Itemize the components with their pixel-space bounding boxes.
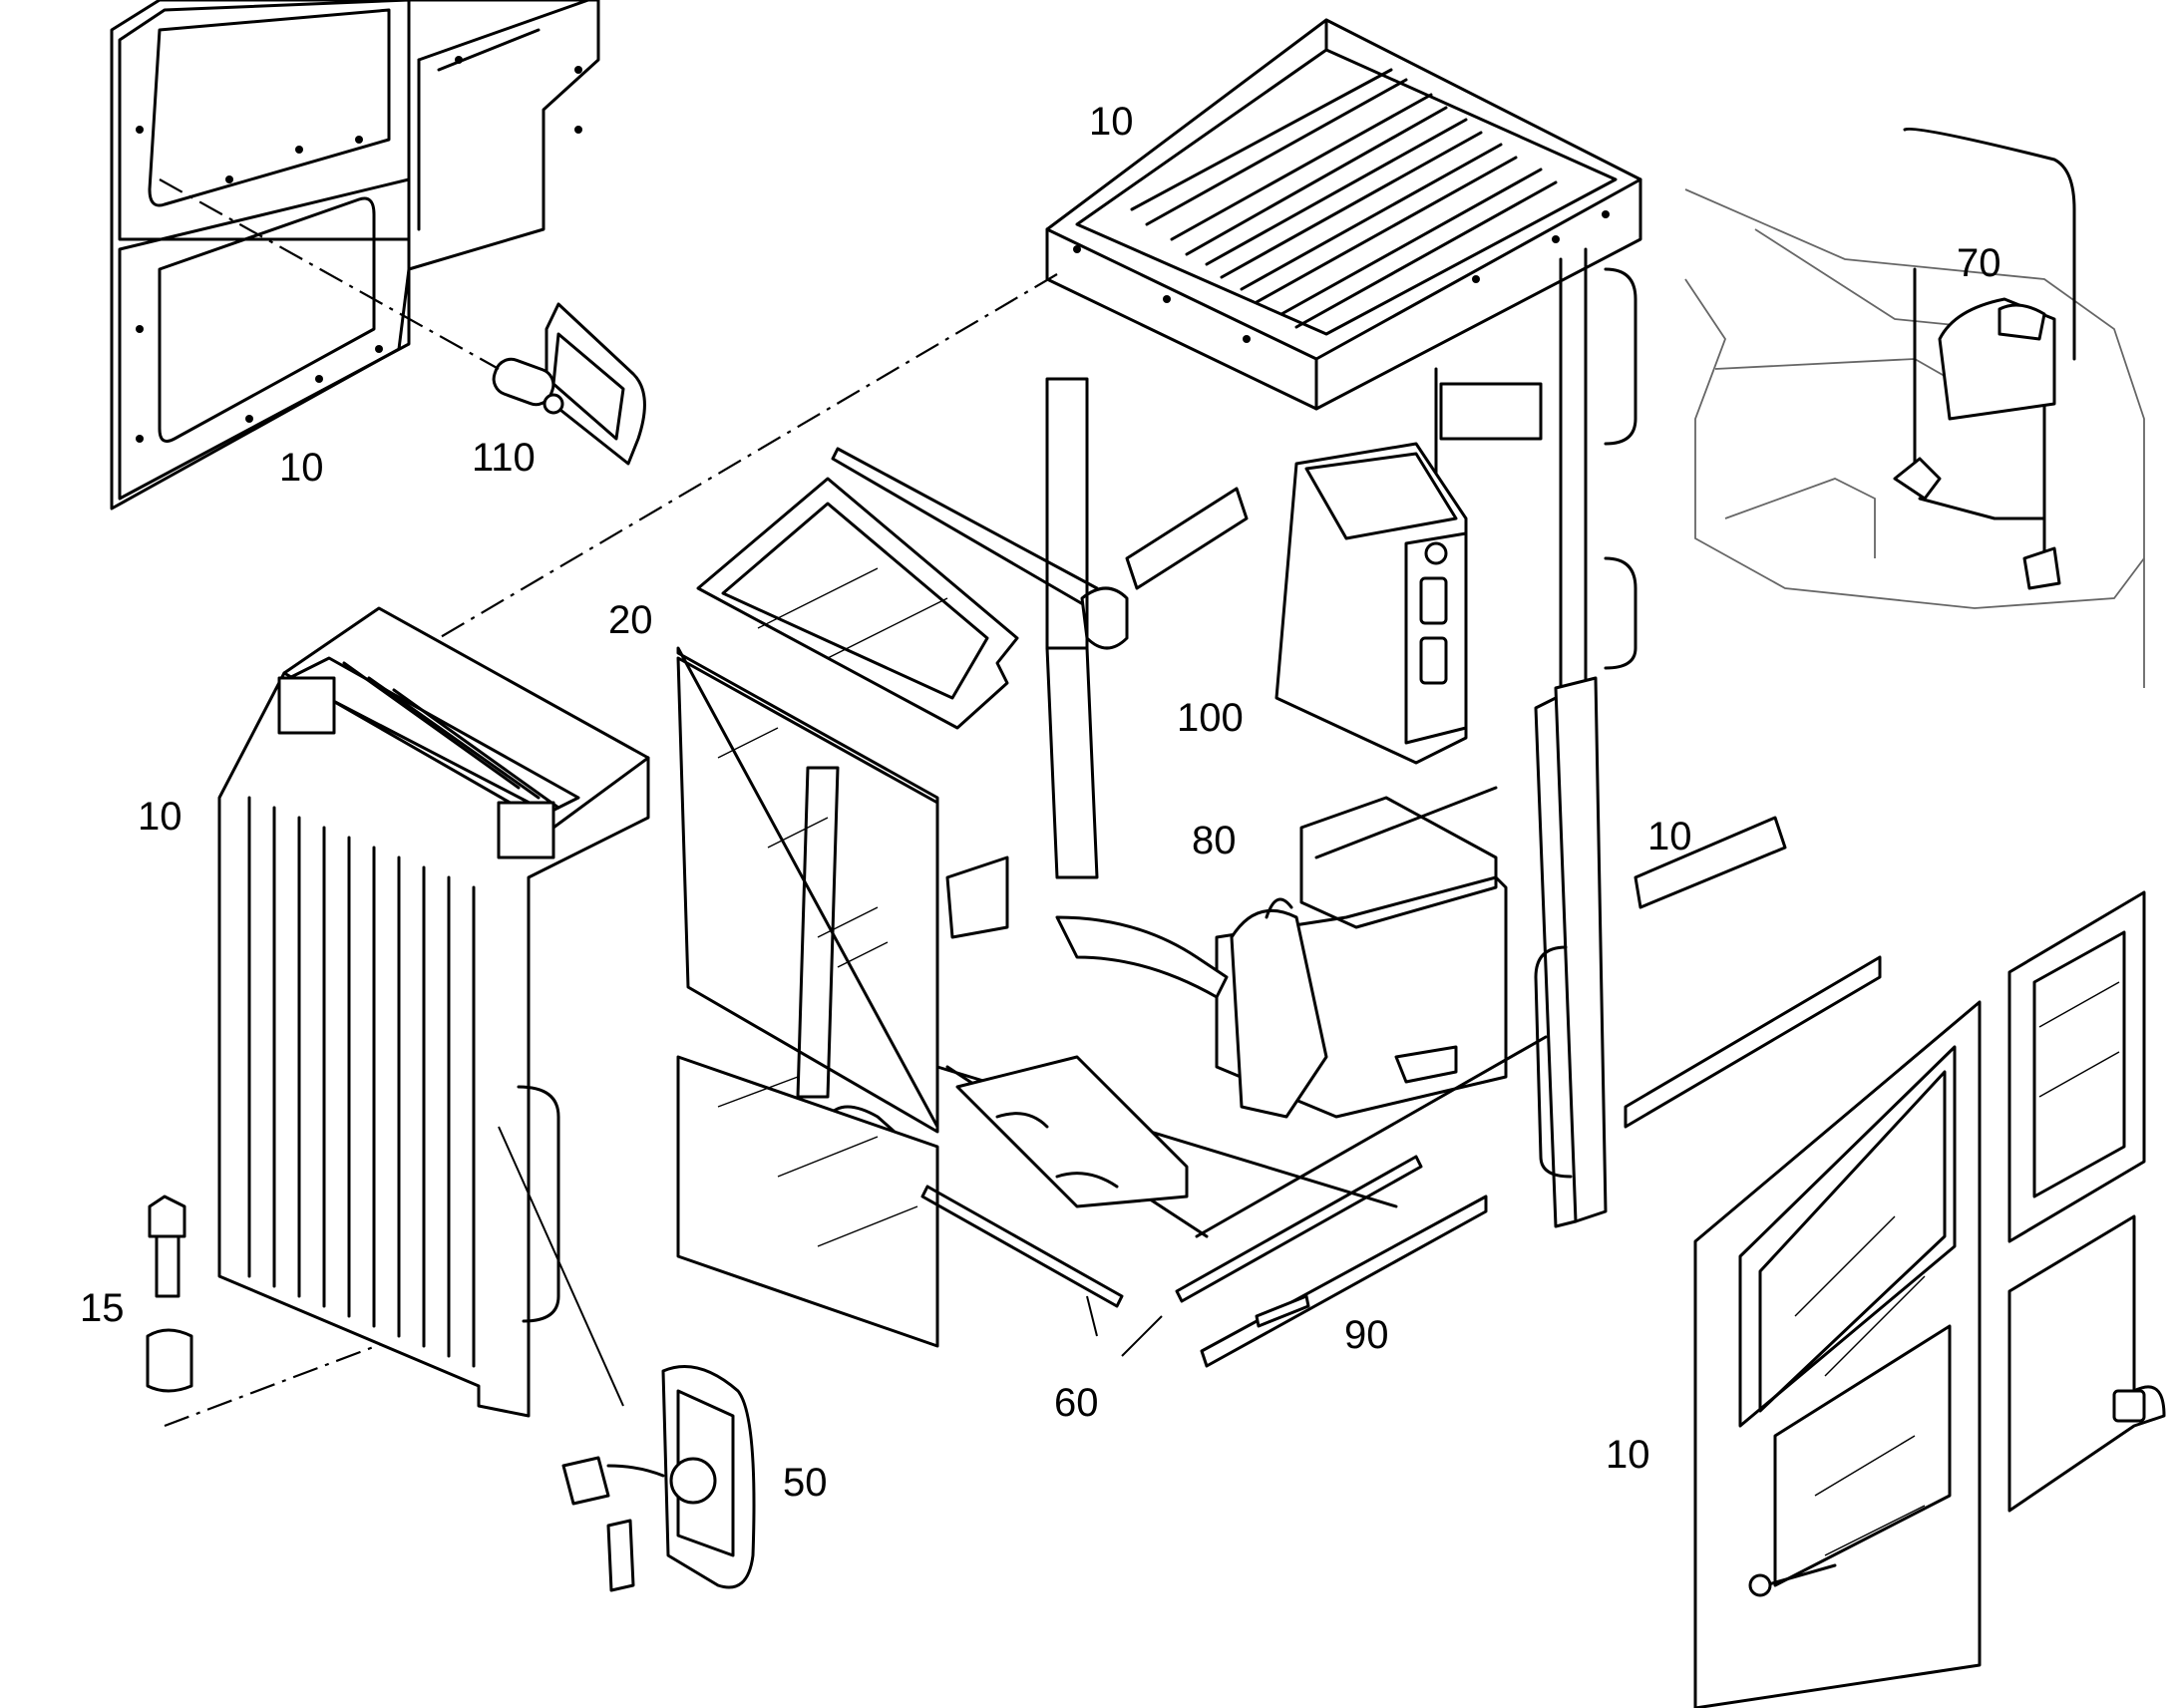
callout-60: 60 — [1054, 1381, 1099, 1425]
right-cab-door — [1693, 1000, 1982, 1708]
leader-lines — [498, 1126, 1163, 1407]
callout-10-left: 10 — [138, 795, 182, 839]
callout-90: 90 — [1344, 1313, 1389, 1357]
rear-cab-panel — [110, 0, 600, 511]
callout-labels: 10 110 10 70 20 100 10 80 10 15 90 60 50… — [80, 100, 2001, 1505]
callout-20: 20 — [608, 598, 653, 642]
rear-pillars — [1434, 247, 1637, 710]
floor-frame — [935, 1035, 1548, 1238]
right-pillar — [1534, 676, 1882, 1228]
roof-frame — [1045, 18, 1642, 411]
left-cab-frame — [217, 606, 650, 1418]
callout-10-top-left: 10 — [279, 446, 324, 490]
bolt-15 — [146, 1195, 193, 1393]
mirror-50 — [561, 1365, 756, 1592]
callout-80: 80 — [1192, 819, 1237, 862]
callout-10-bottom-right: 10 — [1606, 1433, 1650, 1477]
mount-70-background — [1684, 127, 2145, 688]
callout-70: 70 — [1957, 241, 2001, 285]
callout-110: 110 — [472, 436, 536, 480]
control-box-100 — [1274, 442, 1468, 765]
cab-side-arms — [945, 487, 1249, 939]
mirror-110 — [492, 302, 646, 466]
callout-10-top-center: 10 — [1089, 100, 1134, 144]
callout-100: 100 — [1177, 696, 1244, 740]
right-side-windows — [2007, 890, 2166, 1513]
front-glass-20 — [676, 477, 1019, 1134]
callout-10-right: 10 — [1647, 815, 1692, 858]
floor-strips-60-90 — [676, 1055, 1488, 1368]
callout-50: 50 — [783, 1461, 828, 1505]
callout-15: 15 — [80, 1286, 125, 1330]
